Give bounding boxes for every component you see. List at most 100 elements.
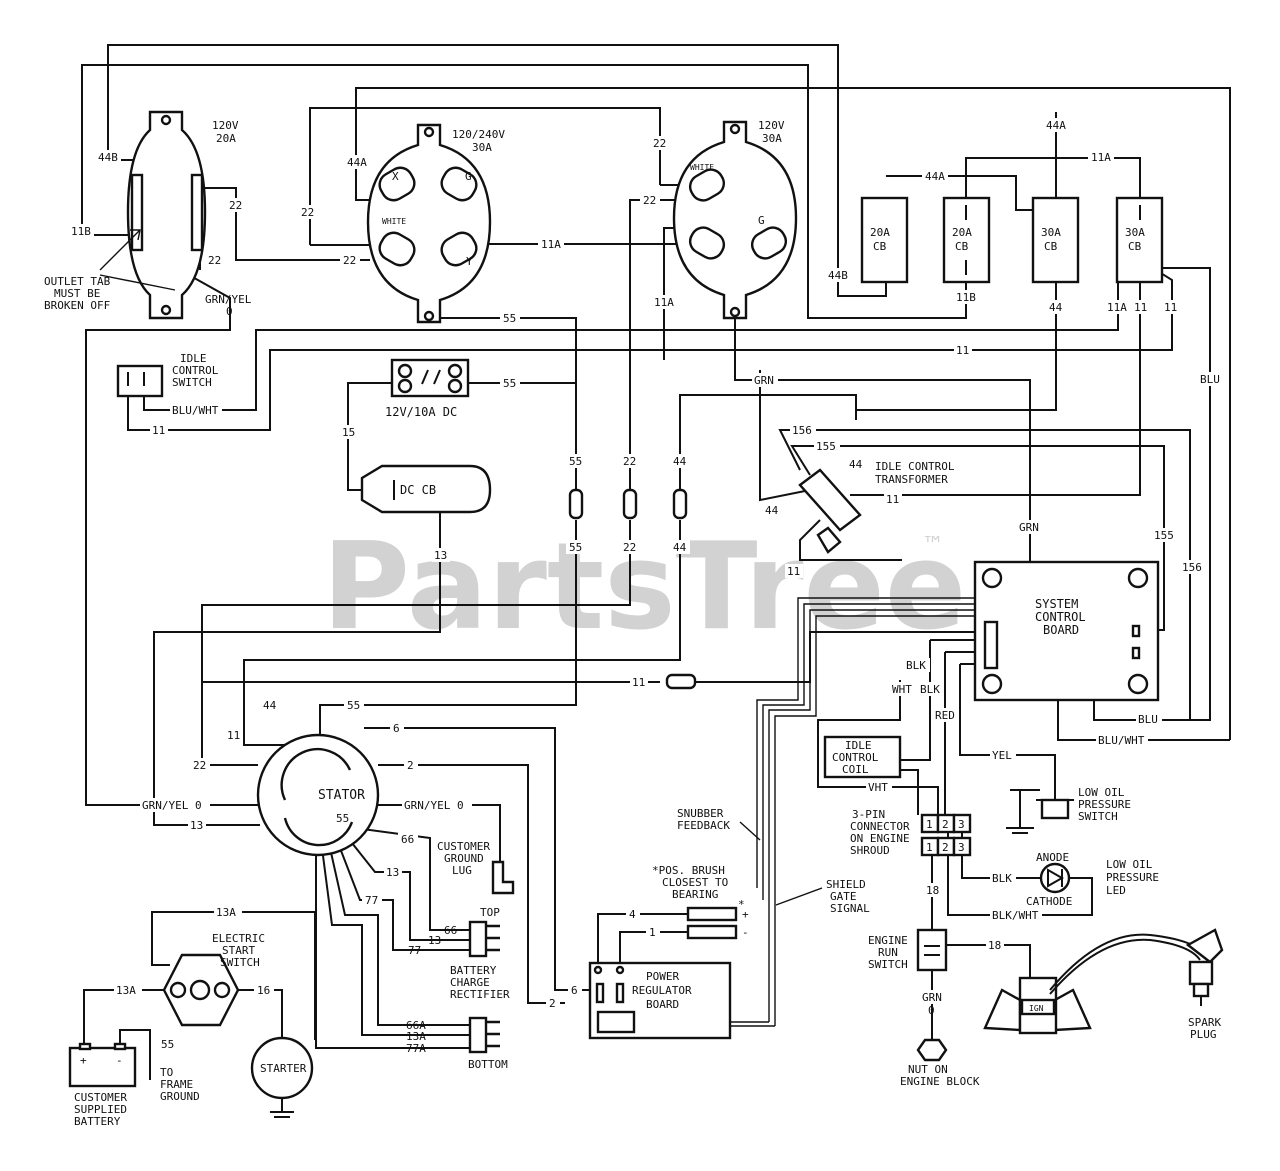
wl-r66: 66 (444, 924, 457, 937)
brush-star: * (738, 898, 745, 911)
start-switch-label-3: SWITCH (220, 956, 260, 969)
wl-44b-cb: 44B (828, 269, 848, 282)
wl-13a-top: 13A (216, 906, 236, 919)
customer-battery: + - CUSTOMER SUPPLIED BATTERY TO FRAME G… (68, 1042, 200, 1128)
scb-label-3: BOARD (1043, 623, 1079, 637)
brush-assembly: * + - *POS. BRUSH CLOSEST TO BEARING (652, 864, 749, 940)
spark-plug-label-2: PLUG (1190, 1028, 1217, 1041)
pin-1-top: 1 (926, 818, 933, 831)
wl-55-mid: 55 (503, 312, 516, 325)
wl-11-inline: 11 (632, 676, 645, 689)
wl-22-a: 22 (623, 455, 636, 468)
brush-note-2: CLOSEST TO (662, 876, 728, 889)
outlet3-voltage: 120V (758, 119, 785, 132)
wire-77a (321, 847, 470, 1036)
outlet2-term-x: X (392, 170, 399, 183)
wl-grnyel-0: 0 (226, 305, 233, 318)
run-switch-label-2: RUN (878, 946, 898, 959)
wl-blu-wht-bottom: BLU/WHT (1098, 734, 1145, 747)
wl-11-long: 11 (956, 344, 969, 357)
wire-55-frame (119, 1029, 151, 1080)
ground-lug-label-2: GROUND (444, 852, 484, 865)
wl-44-t1: 44 (849, 458, 863, 471)
dc-circuit-breaker: DC CB (360, 464, 492, 514)
wl-st13: 13 (190, 819, 203, 832)
led-label-3: LED (1106, 884, 1126, 897)
wl-st22: 22 (193, 759, 206, 772)
pin-1-bottom: 1 (926, 841, 933, 854)
wl-11a-mid: 11A (541, 238, 561, 251)
wl-44-a: 44 (673, 455, 687, 468)
dc-receptacle-label: 12V/10A DC (385, 405, 457, 419)
breaker-3: 30A CB (1031, 196, 1080, 284)
wl-13-dc: 13 (434, 549, 447, 562)
outlet2-amps: 30A (472, 141, 492, 154)
breaker-2-rating: 20A (952, 226, 972, 239)
wire-22-stator (201, 520, 631, 766)
idle-control-switch-label-2: CONTROL (172, 364, 219, 377)
wl-11b-left: 11B (71, 225, 91, 238)
wl-st55: 55 (347, 699, 360, 712)
wl-blu-wht-switch: BLU/WHT (172, 404, 219, 417)
nut-on-engine-block: NUT ON ENGINE BLOCK (900, 1038, 980, 1088)
stator: STATOR (256, 733, 380, 857)
wl-grnyel-outlet1: GRN/YEL (205, 293, 252, 306)
wl-wht: WHT (892, 683, 912, 696)
battery-minus: - (116, 1054, 123, 1067)
wire-44b-top (107, 44, 839, 255)
wl-blkwht-led: BLK/WHT (992, 909, 1039, 922)
starter-motor: STARTER (250, 1036, 314, 1118)
wl-blk2: BLK (920, 683, 940, 696)
outlet-tab-note-1: OUTLET TAB (44, 275, 111, 288)
outlet2-term-g: G (465, 170, 472, 183)
outlet3-amps: 30A (762, 132, 782, 145)
outlet-120v-30a: 120V 30A WHITE G (672, 119, 798, 320)
wl-11-switch: 11 (152, 424, 165, 437)
snubber-label-1: SNUBBER (677, 807, 724, 820)
wl-blk-led: BLK (992, 872, 1012, 885)
watermark: PartsTree ™ (322, 518, 966, 657)
rectifier-label-2: CHARGE (450, 976, 490, 989)
brush-minus: - (742, 926, 749, 939)
wl-r13a: 13A (406, 1030, 426, 1043)
pin-2-top: 2 (942, 818, 949, 831)
scb-label-2: CONTROL (1035, 610, 1086, 624)
wire-blkwht-led (947, 832, 1093, 916)
wl-w4: 4 (629, 908, 636, 921)
system-control-board: SYSTEM CONTROL BOARD (973, 560, 1160, 702)
wire-13-rect (347, 837, 470, 941)
wl-r77: 77 (408, 944, 421, 957)
wire-44-stator (243, 520, 681, 746)
wire-77 (339, 847, 470, 951)
wl-yel: YEL (992, 749, 1012, 762)
wire-44a-outer (355, 87, 1231, 740)
wire-156 (778, 429, 1191, 720)
wl-44a-mid: 44A (347, 156, 367, 169)
wl-22-mid-left: 22 (301, 206, 314, 219)
connector-label-4: SHROUD (850, 844, 890, 857)
led-label-1: LOW OIL (1106, 858, 1153, 871)
nut-label-1: NUT ON (908, 1063, 948, 1076)
wire-11-long (127, 259, 1173, 431)
watermark-text: PartsTree (322, 518, 966, 657)
wl-55-dc: 55 (503, 377, 516, 390)
dc-receptacle: 12V/10A DC (385, 358, 470, 419)
breaker-3-rating: 30A (1041, 226, 1061, 239)
wire-labels: 44B 11B 22 22 GRN/YEL 0 44A 22 22 11A 55… (68, 118, 1225, 1055)
spark-plug-label-1: SPARK (1188, 1016, 1221, 1029)
idle-control-transformer-label-2: TRANSFORMER (875, 473, 948, 486)
start-switch-label-1: ELECTRIC (212, 932, 265, 945)
breaker-2: 20A CB (942, 196, 991, 284)
wl-grn-right: GRN (1019, 521, 1039, 534)
led-cathode: CATHODE (1026, 895, 1072, 908)
wire-66a (329, 847, 470, 1026)
wire-blk2 (900, 769, 919, 815)
wl-w1: 1 (649, 926, 656, 939)
wl-wht-conn: VHT (868, 781, 888, 794)
wire-11a-cb (965, 157, 1141, 212)
lop-switch-label-2: PRESSURE (1078, 798, 1131, 811)
wl-22-mid-bottom: 22 (343, 254, 356, 267)
wl-r66a: 66A (406, 1019, 426, 1032)
connector-label-1: 3-PIN (852, 808, 885, 821)
frame-ground-label-1: TO (160, 1066, 173, 1079)
